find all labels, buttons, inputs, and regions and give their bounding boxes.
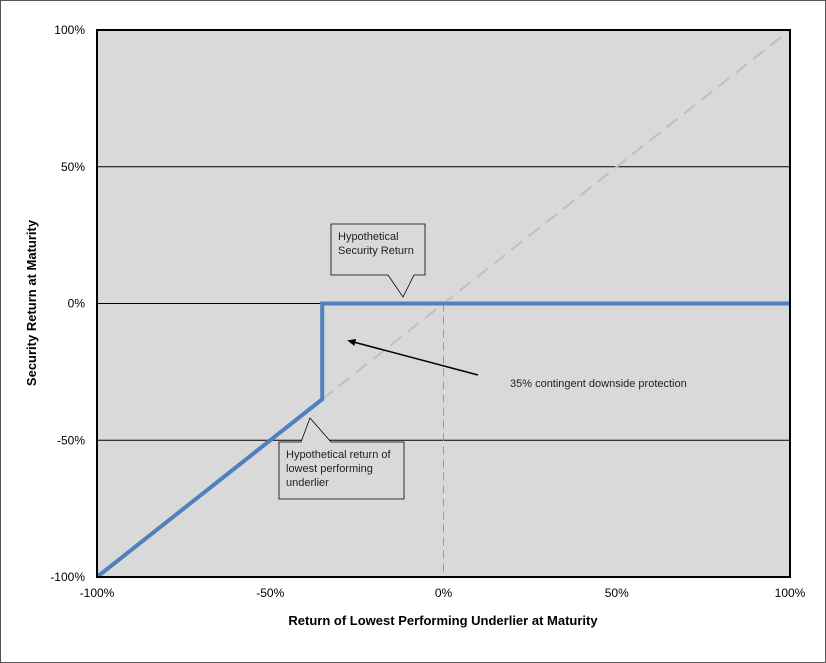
plot-border [96, 29, 791, 578]
underlier-return-callout-box [278, 417, 405, 500]
x-tick-label: -100% [80, 586, 115, 600]
y-tick-label: 50% [61, 160, 85, 174]
protection-arrow [354, 341, 479, 376]
x-tick-label: 0% [435, 586, 453, 600]
y-tick-label: -50% [57, 433, 85, 447]
x-tick-label: 100% [775, 586, 806, 600]
protection-label: 35% contingent downside protection [510, 378, 687, 390]
y-tick-label: 0% [68, 297, 86, 311]
x-tick-label: 50% [605, 586, 629, 600]
y-axis-label: Security Return at Maturity [24, 219, 39, 386]
security-return-line [95, 301, 790, 579]
underlier-return-callout-text: Hypothetical return of [286, 449, 391, 461]
security-return-callout-text: Hypothetical [338, 231, 399, 243]
underlier-return-callout: Hypothetical return of lowest performing u… [278, 417, 405, 500]
arrowhead-icon [347, 339, 357, 346]
y-tick-label: 100% [54, 23, 85, 37]
x-tick-label: -50% [256, 586, 284, 600]
x-axis-label: Return of Lowest Performing Underlier at… [288, 613, 598, 628]
security-return-callout-text: Security Return [338, 245, 414, 257]
underlier-return-callout-text: underlier [286, 477, 329, 489]
y-tick-label: -100% [50, 570, 85, 584]
underlier-return-callout-text: lowest performing [286, 463, 373, 475]
security-return-callout-box [330, 223, 426, 298]
